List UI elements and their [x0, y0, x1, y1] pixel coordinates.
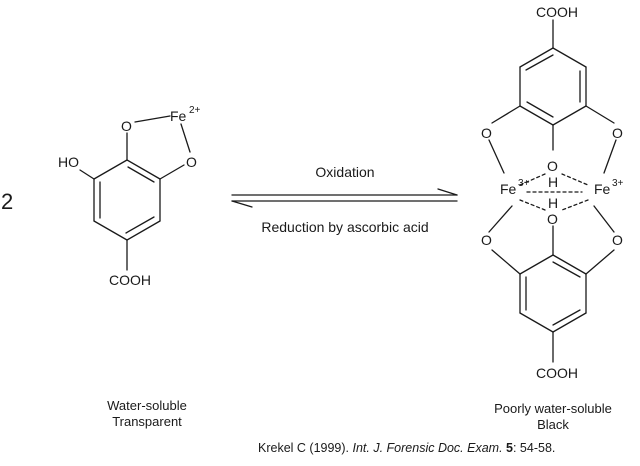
reactant-bonds: [79, 115, 191, 271]
product-o-upper-right: O: [612, 125, 623, 141]
citation-authors: Krekel C (1999).: [258, 441, 350, 455]
product-o-lower-right: O: [612, 232, 623, 248]
product-o-upper-left: O: [481, 125, 492, 141]
citation-journal: Int. J. Forensic Doc. Exam.: [352, 441, 503, 455]
hydrogen-bonds: [519, 173, 589, 211]
product-o-lower-left: O: [481, 232, 492, 248]
product-caption-line1: Poorly water-soluble: [494, 401, 612, 416]
product-fe-right: Fe: [594, 181, 611, 197]
citation-volume: 5: [506, 441, 513, 455]
reaction-coefficient: 2: [1, 189, 13, 214]
reactant-ho: HO: [58, 154, 79, 170]
product-upper-bonds: [488, 19, 617, 233]
product-lower-ring: [519, 254, 587, 333]
reactant-o1: O: [121, 118, 132, 134]
reverse-label: Reduction by ascorbic acid: [261, 219, 428, 235]
product-fe-right-charge: 3+: [612, 178, 624, 189]
citation-pages: : 54-58.: [512, 441, 556, 455]
product-cooh-bottom: COOH: [536, 365, 578, 381]
product-upper-ring: [519, 47, 587, 126]
reactant-o2: O: [186, 154, 197, 170]
reactant-caption-line1: Water-soluble: [107, 398, 187, 413]
reactant-fe-charge: 2+: [189, 105, 201, 116]
product-cooh-top: COOH: [536, 4, 578, 20]
product-caption-line2: Black: [537, 417, 569, 432]
forward-label: Oxidation: [315, 164, 374, 180]
product-o-mid-down: O: [547, 211, 558, 227]
product-fe-left-charge: 3+: [518, 178, 530, 189]
product-lower-bonds: [491, 225, 615, 363]
product-caption: Poorly water-soluble Black: [478, 401, 628, 433]
product-fe-left: Fe: [500, 181, 517, 197]
reactant-cooh: COOH: [109, 272, 151, 288]
reactant-ring: [93, 159, 161, 241]
citation: Krekel C (1999). Int. J. Forensic Doc. E…: [258, 441, 555, 455]
reactant-caption-line2: Transparent: [112, 414, 182, 429]
product-h-up: H: [548, 174, 558, 190]
reactant-fe: Fe: [170, 108, 187, 124]
product-o-mid-up: O: [547, 158, 558, 174]
reactant-caption: Water-soluble Transparent: [77, 398, 217, 430]
equilibrium-arrow: [231, 188, 458, 208]
product-h-down: H: [548, 195, 558, 211]
